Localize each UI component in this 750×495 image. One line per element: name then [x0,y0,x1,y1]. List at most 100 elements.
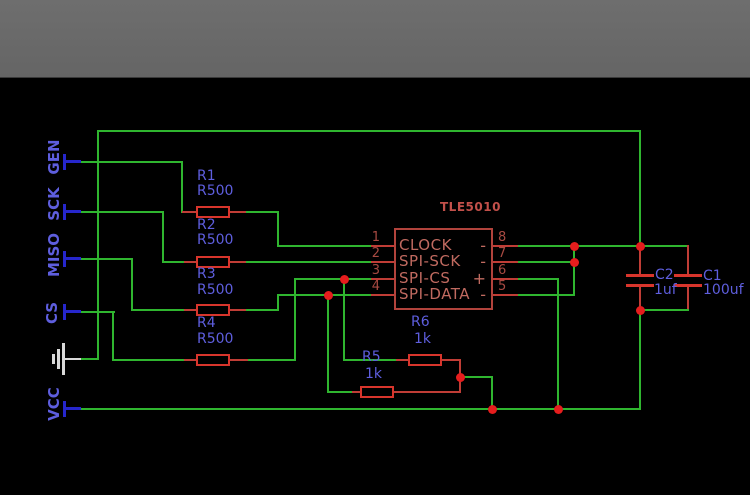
ic-pin-label: CLOCK [399,236,452,254]
wire [460,376,493,378]
wire [131,309,184,311]
lead [396,359,408,361]
port-terminal-icon [66,407,81,410]
pin-number: 8 [498,230,507,245]
wire [639,309,689,311]
wire [112,359,184,361]
wire [80,358,98,360]
capacitor-c2-lead [639,245,641,276]
resistor-ref: R5 [362,349,381,365]
resistor-ref: R6 [411,314,430,330]
junction-dot [570,258,579,267]
resistor-value: R500 [197,183,234,199]
resistor-value: R500 [197,282,234,298]
capacitor-value: 100uf [703,282,744,298]
port-terminal-icon [66,310,81,313]
ic-pin-stub [371,261,394,263]
port-terminal-icon [63,304,66,320]
junction-dot [636,306,645,315]
wire [245,309,279,311]
wire [639,309,641,410]
ic-body [394,228,493,310]
wire [343,359,397,361]
lead [230,359,248,361]
resistor-r6-body [408,354,442,366]
capacitor-c2-lead [639,287,641,310]
capacitor-c1-plate [674,274,702,277]
junction-dot [554,405,563,414]
resistor-value: 1k [414,331,432,347]
port-terminal-icon [63,251,66,267]
wire [277,245,373,247]
port-label-sck: SCK [45,187,63,221]
wire [131,258,133,311]
junction-dot [340,275,349,284]
wire [247,359,296,361]
port-terminal-icon [66,210,81,213]
port-label-vcc: VCC [45,387,63,421]
pin-number: 4 [371,279,380,294]
capacitor-value: 1uf [654,282,677,298]
wire [639,130,641,247]
ic-pin-label: SPI-DATA [399,285,471,303]
resistor-ref: R1 [197,168,216,184]
ground-icon [64,358,81,360]
ground-icon [52,354,55,364]
lead [459,376,461,393]
wire [80,211,164,213]
port-label-gen: GEN [45,139,63,175]
wire [162,211,164,263]
ic-pin-stub [371,245,394,247]
lead [352,391,360,393]
capacitor-c1-plate [674,284,702,287]
junction-dot [324,291,333,300]
ic-title: TLE5010 [440,200,501,214]
wire [162,261,186,263]
lead [184,359,196,361]
capacitor-c2-plate [626,274,654,277]
ic-pin-stub [493,278,518,280]
letterbox-top-bar [0,0,750,78]
ground-icon [57,349,60,369]
ground-icon [62,343,65,375]
wire [181,161,183,213]
pin-number: 5 [498,279,507,294]
resistor-value: R500 [197,331,234,347]
wire [573,245,575,296]
wire [518,294,575,296]
wire [518,278,559,280]
wire [327,391,354,393]
wire-vcc-rail [80,408,641,410]
ic-pin-polarity: - [480,285,486,304]
ic-pin-stub [371,278,394,280]
lead [230,309,246,311]
capacitor-c1-lead [687,245,689,276]
wire [518,261,574,263]
ic-pin-polarity: - [480,236,486,255]
wire [294,278,373,280]
lead [394,391,460,393]
ic-pin-label: SPI-CS [399,269,451,287]
resistor-ref: R4 [197,315,216,331]
lead [459,359,461,377]
resistor-ref: R3 [197,266,216,282]
port-label-cs: CS [43,301,61,325]
pin-number: 7 [498,246,507,261]
resistor-r1-body [196,206,230,218]
lead [182,211,196,213]
lead [230,261,246,263]
wire-ground-top [97,130,641,132]
pin-number: 2 [371,246,380,261]
wire [491,376,493,410]
wire [277,294,279,311]
wire [327,294,329,393]
resistor-r5-body [360,386,394,398]
ic-pin-polarity: - [480,252,486,271]
ic-pin-stub [493,294,518,296]
port-terminal-icon [66,257,81,260]
resistor-value: 1k [365,366,383,382]
resistor-r4-body [196,354,230,366]
lead [442,359,460,361]
ic-pin-stub [493,261,518,263]
